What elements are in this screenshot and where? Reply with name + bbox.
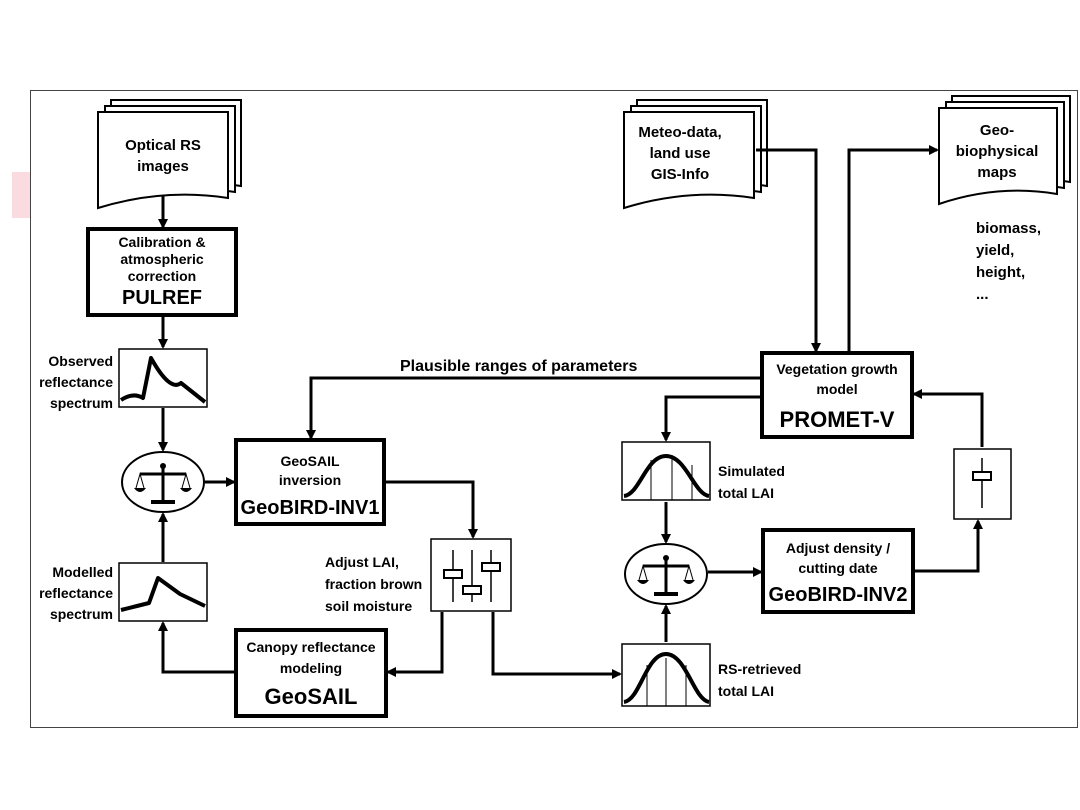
slide-accent-bar — [12, 172, 30, 218]
calibration-line-2: atmospheric — [120, 251, 203, 267]
modelled-line-2: reflectance — [39, 585, 113, 601]
simulated-lai-label: Simulated total LAI — [718, 463, 785, 501]
observed-spectrum-plot — [118, 348, 208, 408]
observed-line-3: spectrum — [50, 395, 113, 411]
adjust-density-line-1: Adjust density / — [786, 540, 890, 556]
optical-rs-line-2: images — [137, 158, 189, 175]
arrow-adjust-to-slider — [915, 519, 983, 573]
outputs-item-1: biomass, — [976, 220, 1041, 237]
parameter-sliders-icon — [430, 538, 512, 612]
outputs-item-2: yield, — [976, 242, 1014, 259]
calibration-box: Calibration & atmospheric correction PUL… — [86, 227, 238, 317]
vegetation-growth-box: Vegetation growth model PROMET-V — [760, 351, 914, 439]
arrow-vegetation-to-maps — [847, 145, 939, 351]
canopy-name: GeoSAIL — [265, 684, 358, 709]
geo-maps-line-1: Geo- — [980, 122, 1014, 139]
arrow-sliders-to-rs-lai — [491, 612, 622, 679]
geo-maps-line-3: maps — [977, 164, 1016, 181]
optical-rs-images-doc: Optical RS images — [97, 99, 242, 210]
modelled-line-3: spectrum — [50, 606, 113, 622]
outputs-item-3: height, — [976, 264, 1025, 281]
meteo-line-1: Meteo-data, — [638, 124, 721, 141]
arrow-slider-to-vegetation — [912, 389, 984, 447]
canopy-line-1: Canopy reflectance — [246, 639, 375, 655]
observed-line-1: Observed — [48, 353, 113, 369]
geo-maps-line-2: biophysical — [956, 143, 1039, 160]
adjust-lai-line-2: fraction brown — [325, 576, 422, 592]
arrow-plausible-ranges — [306, 376, 760, 440]
vegetation-name: PROMET-V — [780, 407, 895, 432]
arrow-canopy-to-modelled — [158, 621, 234, 674]
adjust-lai-label: Adjust LAI, fraction brown soil moisture — [325, 554, 422, 614]
observed-spectrum-label: Observed reflectance spectrum — [39, 353, 113, 411]
simulated-line-2: total LAI — [718, 485, 774, 501]
meteo-line-2: land use — [650, 145, 711, 162]
rs-retrieved-lai-plot — [621, 643, 711, 707]
single-slider-icon — [953, 448, 1012, 520]
outputs-item-4: ... — [976, 286, 989, 303]
modelled-spectrum-label: Modelled reflectance spectrum — [39, 564, 113, 622]
arrow-inversion-to-sliders — [386, 480, 478, 539]
rs-retrieved-line-2: total LAI — [718, 683, 774, 699]
calibration-line-3: correction — [128, 268, 196, 284]
geosail-inversion-line-1: GeoSAIL — [280, 453, 340, 469]
balance-scale-icon-right — [624, 543, 708, 605]
observed-line-2: reflectance — [39, 374, 113, 390]
balance-scale-icon-left — [121, 451, 205, 513]
arrow-meteo-to-vegetation — [756, 148, 821, 353]
rs-retrieved-line-1: RS-retrieved — [718, 661, 801, 677]
adjust-density-box: Adjust density / cutting date GeoBIRD-IN… — [761, 528, 915, 614]
modelled-line-1: Modelled — [52, 564, 113, 580]
adjust-density-name: GeoBIRD-INV2 — [769, 584, 908, 606]
geosail-inversion-name: GeoBIRD-INV1 — [241, 497, 380, 519]
geosail-inversion-line-2: inversion — [279, 472, 341, 488]
simulated-lai-plot — [621, 441, 711, 501]
arrow-sliders-to-canopy — [386, 612, 444, 677]
geosail-inversion-box: GeoSAIL inversion GeoBIRD-INV1 — [234, 438, 386, 526]
optical-rs-line-1: Optical RS — [125, 137, 201, 154]
modelled-spectrum-plot — [118, 562, 208, 622]
rs-retrieved-lai-label: RS-retrieved total LAI — [718, 661, 801, 699]
plausible-ranges-label: Plausible ranges of parameters — [400, 358, 638, 375]
calibration-name: PULREF — [122, 287, 202, 309]
connectors — [158, 145, 984, 679]
outputs-list: biomass, yield, height, ... — [976, 220, 1041, 303]
adjust-density-line-2: cutting date — [798, 560, 878, 576]
canopy-reflectance-box: Canopy reflectance modeling GeoSAIL — [234, 628, 388, 718]
vegetation-line-1: Vegetation growth — [776, 361, 897, 377]
meteo-line-3: GIS-Info — [651, 166, 709, 183]
adjust-lai-line-1: Adjust LAI, — [325, 554, 399, 570]
meteo-data-doc: Meteo-data, land use GIS-Info — [623, 99, 768, 210]
simulated-line-1: Simulated — [718, 463, 785, 479]
vegetation-line-2: model — [816, 381, 857, 397]
geo-biophysical-maps-doc: Geo- biophysical maps — [938, 95, 1071, 206]
canopy-line-2: modeling — [280, 660, 342, 676]
calibration-line-1: Calibration & — [118, 234, 205, 250]
arrow-vegetation-to-simulated — [661, 395, 760, 442]
adjust-lai-line-3: soil moisture — [325, 598, 412, 614]
